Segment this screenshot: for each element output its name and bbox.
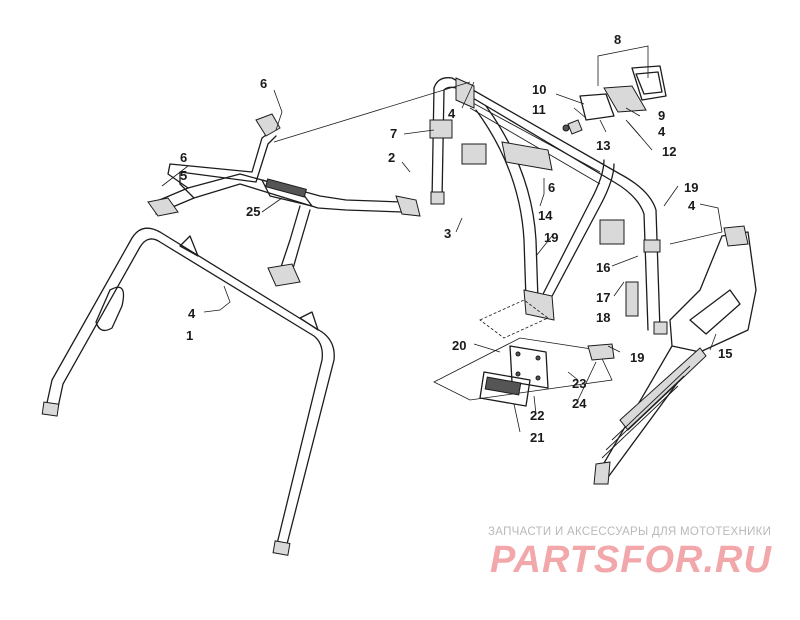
callout-15: 15 — [718, 346, 732, 361]
callout-2: 2 — [388, 150, 395, 165]
callout-14: 14 — [538, 208, 553, 223]
watermark-caption: ЗАПЧАСТИ И АКСЕССУАРЫ ДЛЯ МОТОТЕХНИКИ — [488, 526, 772, 538]
callout-11: 11 — [532, 102, 546, 117]
watermark-logo: PARTSFOR.RU — [490, 539, 772, 581]
front-roll-bar — [41, 227, 335, 556]
front-cross-bar — [147, 113, 421, 287]
callout-4-panel: 4 — [688, 198, 696, 213]
callout-23: 23 — [572, 376, 586, 391]
callout-5: 5 — [180, 168, 187, 183]
callout-16: 16 — [596, 260, 610, 275]
callout-24: 24 — [572, 396, 587, 411]
leader-lines — [161, 81, 723, 433]
callout-19-panel: 19 — [684, 180, 698, 195]
light-assembly — [562, 45, 667, 135]
callout-17: 17 — [596, 290, 610, 305]
callout-22: 22 — [530, 408, 544, 423]
callout-21: 21 — [530, 430, 544, 445]
callout-4-front: 4 — [188, 306, 196, 321]
rear-roll-cage — [429, 77, 668, 335]
callout-1: 1 — [186, 328, 193, 343]
side-net-panel — [593, 225, 757, 485]
callout-6-cage: 6 — [548, 180, 555, 195]
callout-13: 13 — [596, 138, 610, 153]
callout-19-mount: 19 — [630, 350, 644, 365]
callout-10: 10 — [532, 82, 546, 97]
callout-7: 7 — [390, 126, 397, 141]
callout-8: 8 — [614, 32, 621, 47]
callout-3: 3 — [444, 226, 451, 241]
callout-18: 18 — [596, 310, 610, 325]
callout-4-cage: 4 — [448, 106, 456, 121]
callout-6-top: 6 — [260, 76, 267, 91]
callout-12: 12 — [662, 144, 676, 159]
callout-19-cage: 19 — [544, 230, 558, 245]
callout-20: 20 — [452, 338, 466, 353]
callout-6-left: 6 — [180, 150, 187, 165]
callout-9: 9 — [658, 108, 665, 123]
license-plate-mount — [433, 299, 615, 407]
callout-4-light: 4 — [658, 124, 666, 139]
callout-labels: 1 2 3 4 4 4 4 5 6 6 6 7 8 9 10 11 12 13 … — [180, 32, 732, 445]
callout-25: 25 — [246, 204, 260, 219]
